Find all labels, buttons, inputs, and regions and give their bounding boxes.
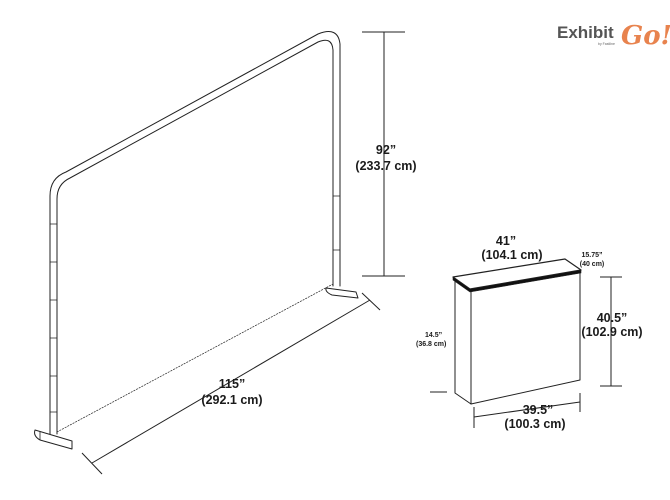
backwall-width-metric: (292.1 cm) [201, 393, 262, 407]
backwall-frame-inner [56, 39, 334, 435]
backwall-illustration [34, 31, 359, 450]
backwall-height-label: 92” [376, 143, 396, 157]
counter-front-face [470, 271, 581, 405]
backwall-height-dimension [362, 31, 405, 277]
backwall-tube-joints [49, 195, 341, 413]
backwall-height-metric: (233.7 cm) [355, 159, 416, 173]
counter-top-width-metric: (104.1 cm) [481, 248, 542, 262]
backwall-width-dimension [81, 292, 381, 475]
backwall-frame-outer [49, 31, 341, 435]
counter-base-width-label: 39.5” [523, 403, 554, 417]
counter-top-width-label: 41” [496, 234, 516, 248]
brand-logo: Exhibit Go! by Fastline [557, 21, 670, 51]
counter-height-metric: (102.9 cm) [581, 325, 642, 339]
counter-depth-label: 15.75” [581, 252, 602, 259]
brand-tagline: by Fastline [598, 42, 615, 46]
counter-side-face [454, 278, 472, 405]
brand-go-mark: Go! [621, 21, 670, 51]
backwall-left-foot [34, 429, 73, 450]
counter-depth-metric: (40 cm) [580, 261, 605, 268]
backwall-width-label: 115” [219, 377, 245, 391]
brand-name: Exhibit [557, 23, 614, 42]
counter-base-width-dimension [473, 393, 581, 428]
counter-height-dimension [600, 276, 622, 387]
backwall-right-foot [325, 287, 359, 299]
counter-side-label: 14.5” [425, 332, 442, 339]
counter-side-metric: (36.8 cm) [416, 341, 446, 348]
backwall-fabric-bottom [56, 283, 334, 433]
counter-illustration [452, 258, 582, 405]
counter-height-label: 40.5” [597, 311, 628, 325]
counter-top-edge [452, 269, 582, 293]
counter-base-width-metric: (100.3 cm) [504, 417, 565, 431]
